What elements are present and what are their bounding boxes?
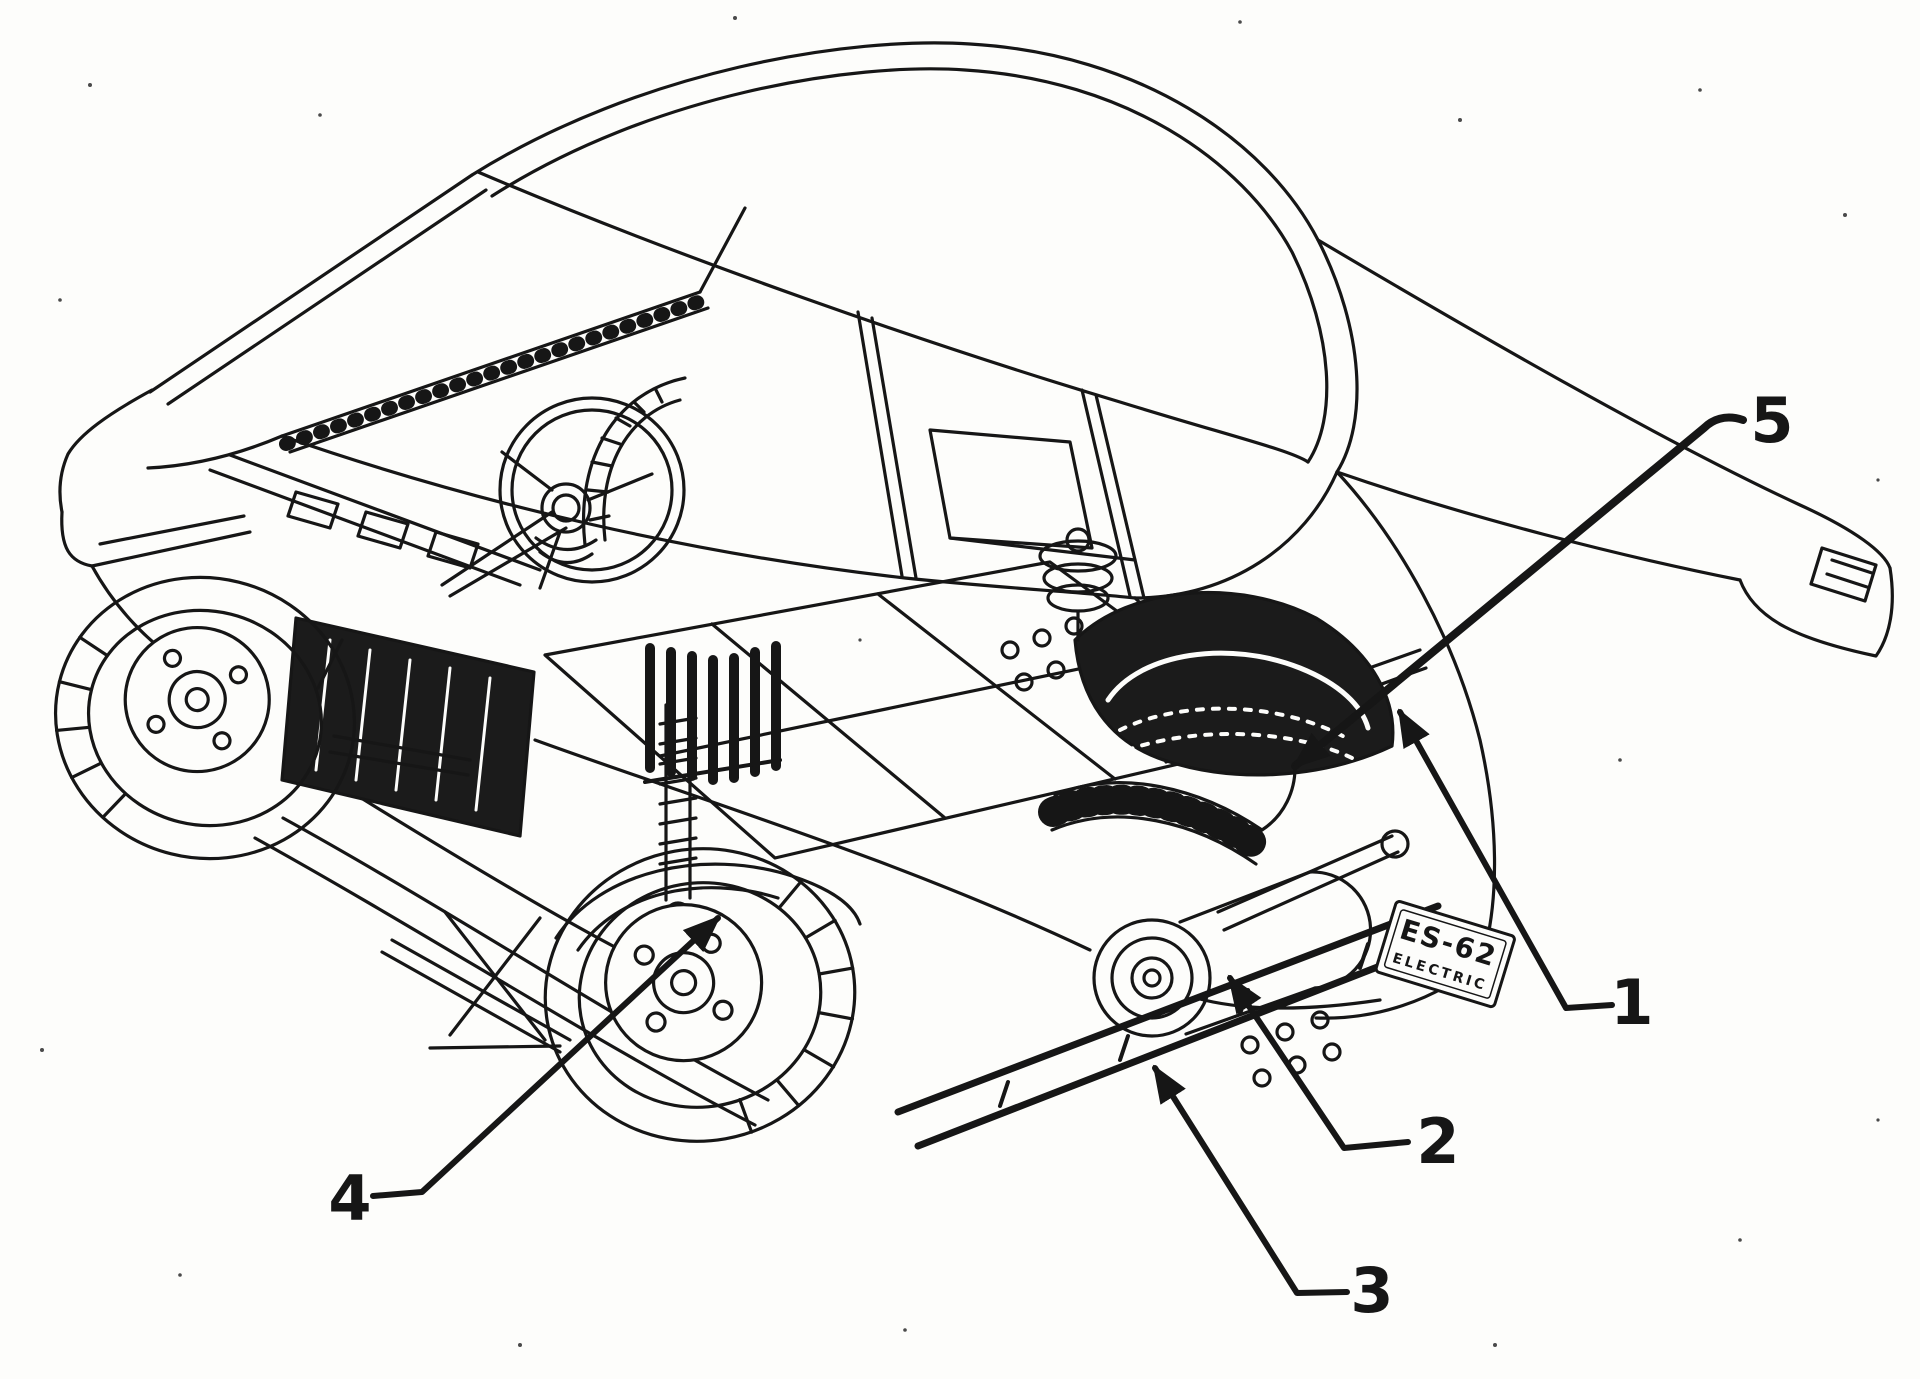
suspension-spring bbox=[1038, 527, 1118, 642]
rear-right-wheel-arch bbox=[1073, 590, 1395, 777]
front-right-wheel bbox=[582, 376, 687, 547]
front-suspension-arm bbox=[316, 638, 472, 777]
leader-line-2 bbox=[1227, 974, 1411, 1151]
chassis-sill-lines bbox=[253, 738, 1092, 1127]
taillight bbox=[1809, 546, 1878, 603]
rear-seat bbox=[928, 428, 1137, 562]
windshield-frame bbox=[148, 173, 747, 454]
callout-label-3: 3 bbox=[1350, 1254, 1393, 1327]
leader-line-1 bbox=[1397, 708, 1615, 1011]
license-plate: ES-62 ELECTRIC bbox=[1374, 900, 1516, 1009]
front-bodywork bbox=[58, 388, 284, 670]
heat-sink-fins bbox=[643, 641, 782, 785]
roof-outline bbox=[470, 41, 1359, 474]
shock-absorber bbox=[554, 701, 862, 952]
callout-label-4: 4 bbox=[328, 1162, 371, 1235]
steering-wheel bbox=[440, 396, 686, 598]
callout-label-2: 2 bbox=[1416, 1105, 1459, 1178]
leader-line-3 bbox=[1152, 1064, 1350, 1296]
dashboard-structure bbox=[208, 453, 542, 587]
leader-line-5 bbox=[1291, 413, 1747, 770]
leader-line-4 bbox=[370, 915, 721, 1199]
electric-motor bbox=[1092, 829, 1410, 1088]
paper-speckles bbox=[40, 16, 1880, 1347]
callout-label-5: 5 bbox=[1750, 384, 1793, 457]
cooling-duct bbox=[1038, 766, 1297, 866]
callout-label-1: 1 bbox=[1610, 966, 1653, 1039]
rear-left-wheel bbox=[543, 847, 857, 1143]
